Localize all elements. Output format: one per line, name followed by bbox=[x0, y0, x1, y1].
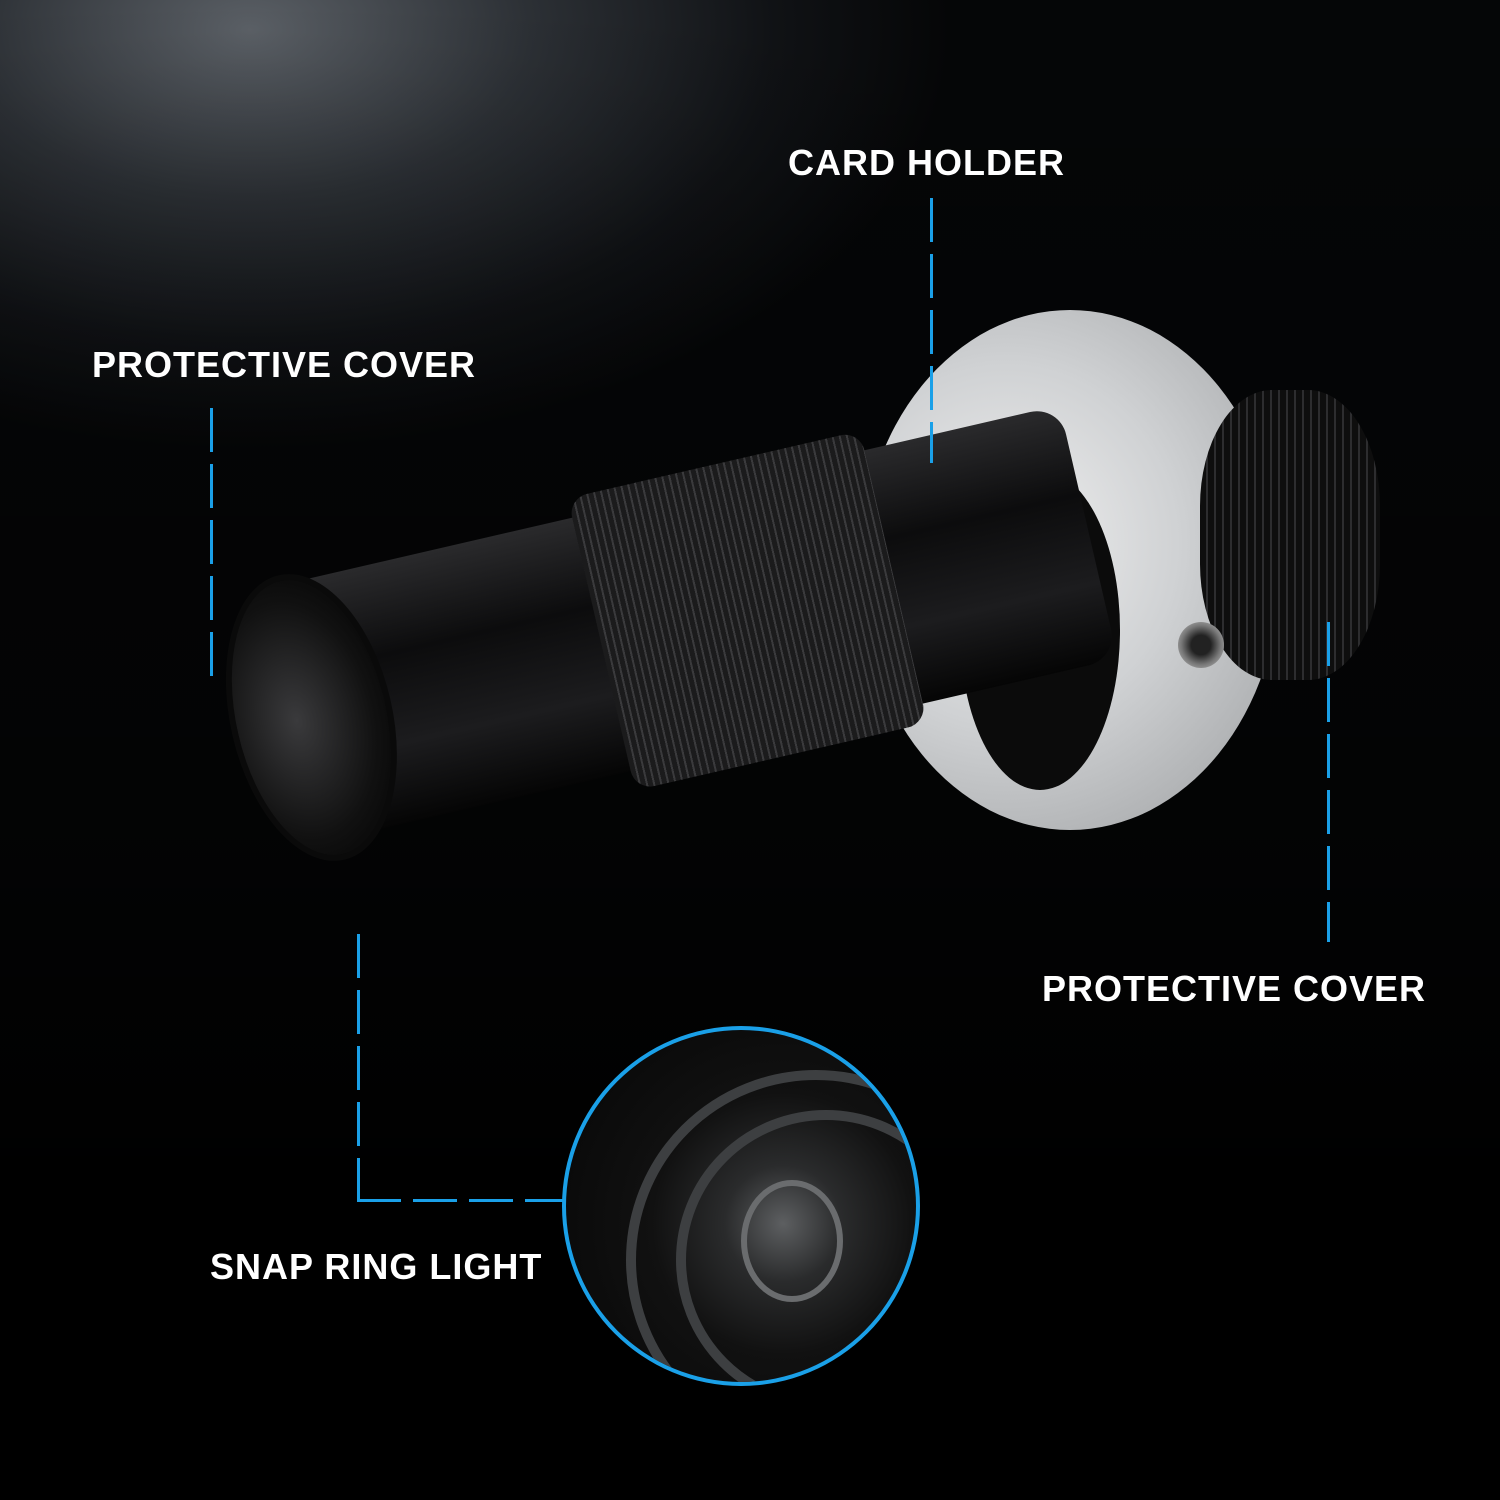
label-protective-cover-right: PROTECTIVE COVER bbox=[1042, 968, 1427, 1009]
ring-groove bbox=[676, 1110, 916, 1382]
mount-screw-hole bbox=[1178, 622, 1224, 668]
callout-line-protective-cover-left bbox=[210, 408, 213, 676]
callout-line-protective-cover-right bbox=[1327, 622, 1330, 942]
protective-cover-right-part bbox=[1200, 390, 1380, 680]
label-protective-cover-left: PROTECTIVE COVER bbox=[92, 344, 477, 385]
callout-line-snap-ring-vertical bbox=[357, 934, 360, 1200]
label-snap-ring-light: SNAP RING LIGHT bbox=[210, 1246, 543, 1287]
callout-line-snap-ring-horizontal bbox=[357, 1199, 565, 1202]
label-card-holder: CARD HOLDER bbox=[788, 142, 1065, 183]
callout-line-card-holder bbox=[930, 198, 933, 463]
snap-ring-light-detail-inset bbox=[562, 1026, 920, 1386]
ring-groove bbox=[626, 1070, 916, 1382]
lens-element bbox=[741, 1180, 843, 1302]
